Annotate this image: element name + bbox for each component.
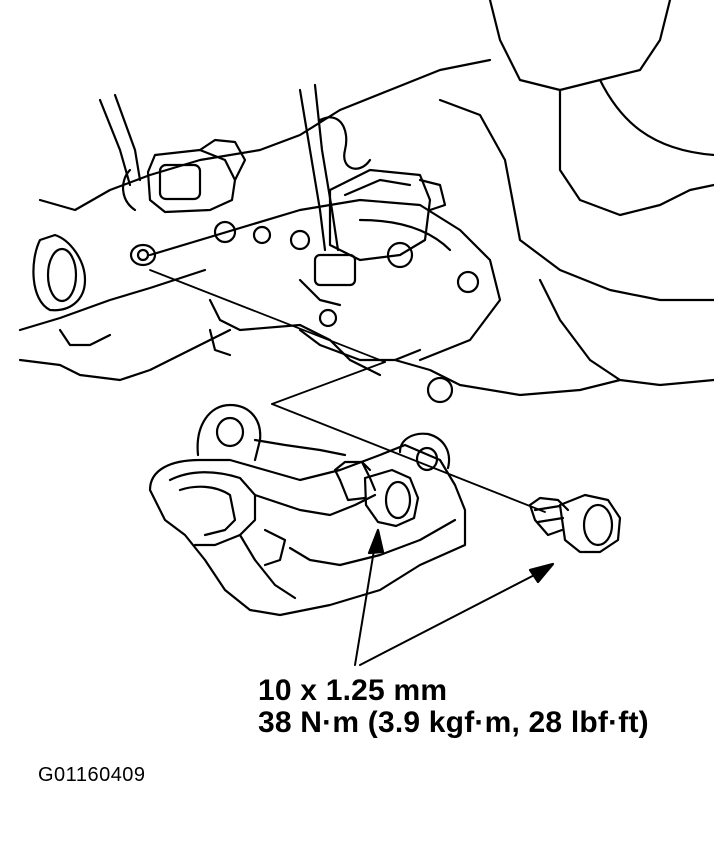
bolt-size-label: 10 x 1.25 mm [258,674,448,707]
housing-mount-hole [131,245,155,265]
alignment-leader-lines [150,270,545,512]
housing-boss-left [33,235,85,310]
arrowhead-loose-bolt [530,564,553,582]
torque-spec-label: 38 N·m (3.9 kgf·m, 28 lbf·ft) [258,706,649,739]
housing-bolts [215,222,478,402]
electrical-connector [148,140,245,212]
figure-id-label: G01160409 [38,764,146,786]
arrowhead-bolt-installed [369,530,383,553]
engine-block-outline [20,0,714,395]
wire-harness [100,85,450,250]
transmission-housing [60,200,500,375]
callout-arrows [355,538,548,665]
mounting-bracket [150,405,465,615]
bracket-bolt-installed [335,462,418,526]
sensor-assembly [300,170,445,305]
loose-mounting-bolt [530,495,620,552]
